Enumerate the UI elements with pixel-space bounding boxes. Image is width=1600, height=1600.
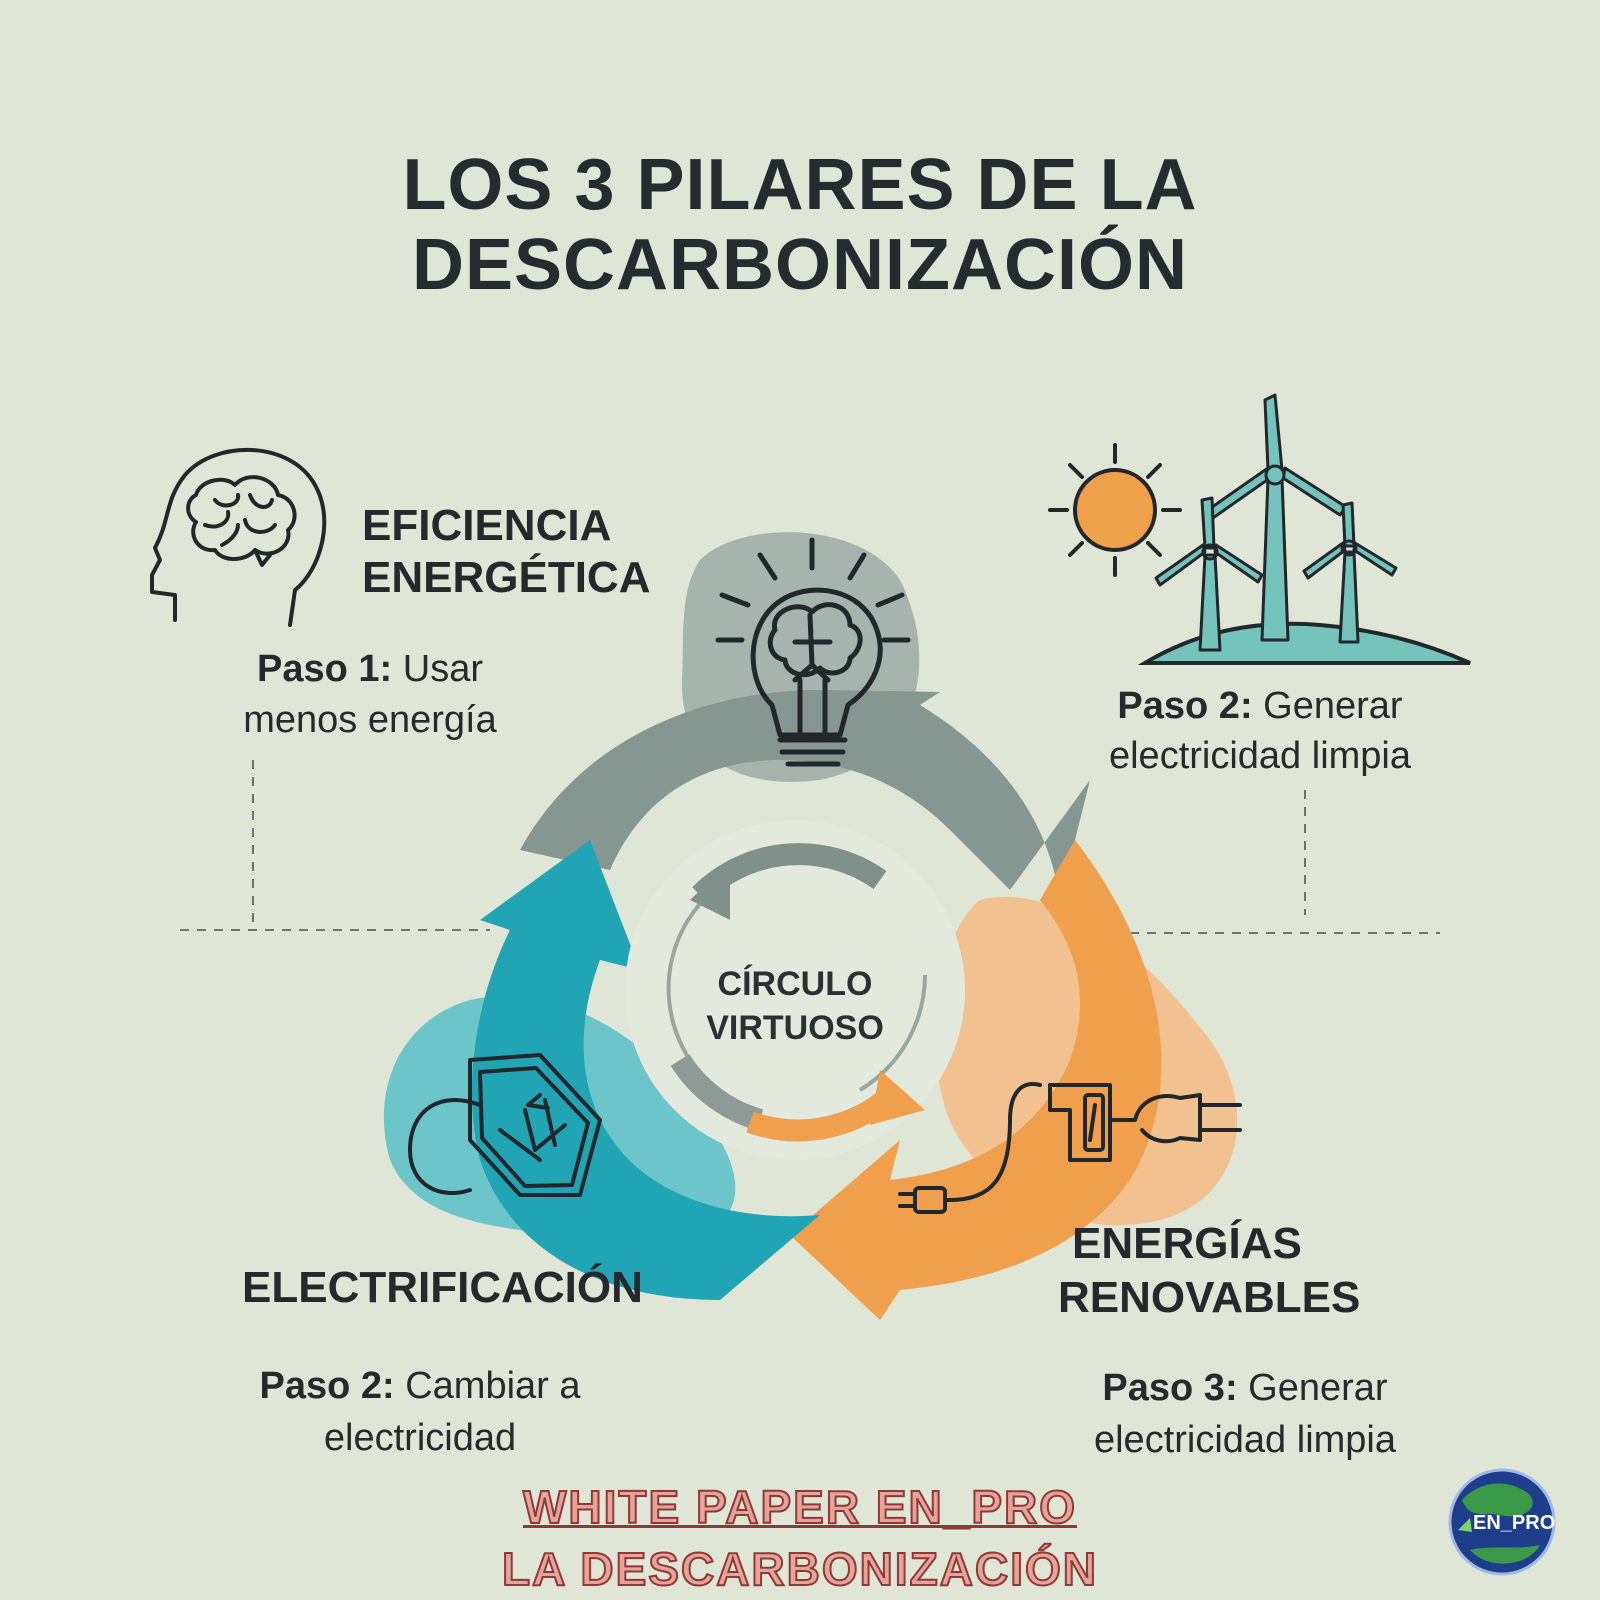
footer-line-1: WHITE PAPER EN_PRO xyxy=(522,1480,1077,1534)
electrification-heading: ELECTRIFICACIÓN xyxy=(242,1263,643,1312)
center-arrow-head-bottom xyxy=(870,1070,925,1125)
footer-line-2: LA DESCARBONIZACIÓN xyxy=(501,1542,1098,1596)
electrification-step-text-a: Cambiar a xyxy=(405,1365,581,1407)
renewables-heading-line-1: ENERGÍAS xyxy=(1072,1219,1302,1268)
electrification-step-label: Paso 2: xyxy=(259,1365,395,1407)
battery-arrow-icon xyxy=(408,1053,602,1197)
dashed-connectors xyxy=(180,760,1440,934)
renewables-step-line-2: electricidad limpia xyxy=(1093,1419,1396,1461)
center-arrow-head-top xyxy=(690,862,730,920)
head-brain-icon xyxy=(150,448,327,627)
lightbulb-brain-icon xyxy=(715,537,911,767)
plug-charger-icon xyxy=(898,1082,1242,1214)
top-right-step-line-1: Paso 2: Generar xyxy=(1060,680,1460,732)
efficiency-step-label: Paso 1: xyxy=(257,648,393,690)
top-right-step-text-a: Generar xyxy=(1263,685,1403,727)
renewables-heading-line-2: RENOVABLES xyxy=(1058,1273,1361,1322)
title-line-2: DESCARBONIZACIÓN xyxy=(411,225,1188,305)
renewables-step-label: Paso 3: xyxy=(1102,1367,1238,1409)
en-pro-logo xyxy=(1448,1468,1556,1576)
center-ring-bottom-orange xyxy=(746,1091,892,1142)
gray-arrow xyxy=(520,690,1090,900)
top-right-step-label: Paso 2: xyxy=(1117,685,1253,727)
efficiency-step-text-a: Usar xyxy=(402,648,483,690)
center-label-line-2: VIRTUOSO xyxy=(706,1009,884,1047)
renewables-step-line-1: Paso 3: Generar xyxy=(1045,1362,1445,1414)
electrification-step-line-2: electricidad xyxy=(323,1417,517,1459)
efficiency-step-line-1: Paso 1: Usar xyxy=(210,643,530,695)
renewables-step-text-a: Generar xyxy=(1248,1367,1388,1409)
center-ring-bottom-gray xyxy=(670,1053,764,1131)
center-ring-right xyxy=(858,974,927,1092)
top-right-step-line-2: electricidad limpia xyxy=(1108,735,1411,777)
efficiency-heading-line-2: ENERGÉTICA xyxy=(362,553,651,602)
logo-text: EN_PRO xyxy=(1473,1512,1556,1534)
efficiency-step-line-2: menos energía xyxy=(243,699,497,741)
electrification-step-line-1: Paso 2: Cambiar a xyxy=(220,1360,620,1412)
title-line-1: LOS 3 PILARES DE LA xyxy=(402,145,1198,225)
sun-wind-turbines-icon xyxy=(1048,393,1471,665)
efficiency-heading-line-1: EFICIENCIA xyxy=(362,501,612,550)
orange-arrow xyxy=(790,840,1162,1320)
center-label-line-1: CÍRCULO xyxy=(717,965,873,1003)
